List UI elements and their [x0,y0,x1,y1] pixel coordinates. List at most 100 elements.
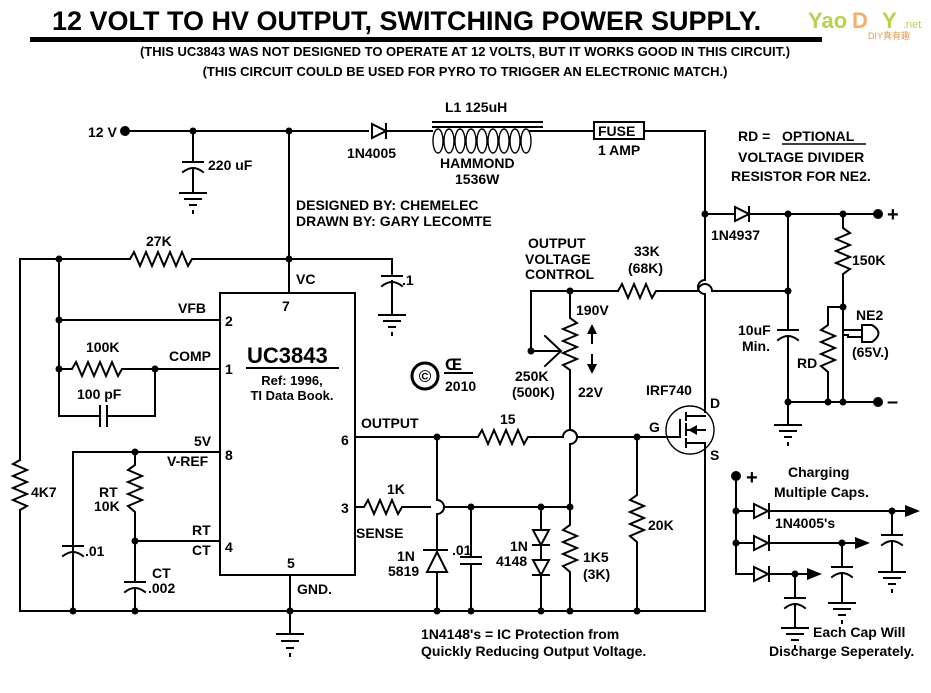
resistor-150k-label: 150K [852,252,885,268]
inductor-coil-turn [432,128,444,154]
cap-01-sense-label: .01 [452,542,472,558]
cap-01-label: .01 [85,543,105,559]
pin-4: 4 [225,539,233,555]
mosfet-label: IRF740 [646,382,692,398]
pot-value-label: 250K [515,368,548,384]
inductor-part-label: 1536W [455,171,500,187]
inset-capacitor [878,510,906,593]
chemelec-logo: Œ [445,355,462,374]
resistor-27k: 27K [19,233,290,269]
pin-8: 8 [225,447,233,463]
comp-label: COMP [169,348,211,364]
protection-note-2: Quickly Reducing Output Voltage. [421,643,646,659]
fuse-rating-label: 1 AMP [598,142,640,158]
ic-ref-2: TI Data Book. [250,388,333,403]
pot-alt-label: (500K) [512,384,555,400]
copyright-year: 2010 [445,378,476,394]
designed-by-text: DESIGNED BY: CHEMELEC [296,197,479,213]
resistor-rd-label: RD [797,355,817,371]
pin-6: 6 [341,432,349,448]
resistor-1k5-label: 1K5 [583,549,609,565]
vc-label: VC [296,271,315,287]
timing-network: 4K7 .01 RT 10K CT .002 [10,258,221,612]
resistor-27k-label: 27K [146,233,172,249]
vref-label: V-REF [167,453,209,469]
inset-capacitor [828,542,856,624]
pot-max-label: 190V [576,302,609,318]
vfb-label: VFB [178,300,206,316]
capacitor-bypass: .1 [288,258,414,336]
schematic-title: 12 VOLT TO HV OUTPUT, SWITCHING POWER SU… [52,6,761,36]
ne2-voltage-label: (65V.) [852,344,889,360]
ic-uc3843: UC3843 Ref: 1996, TI Data Book. 7 2 1 8 … [219,292,356,576]
cap-10uf-label: 10uF [738,322,771,338]
rd-note-line-3: RESISTOR FOR NE2. [731,168,871,184]
inset-plus-label: + [746,467,758,489]
input-12v-label: 12 V [88,124,117,140]
inductor-l1: L1 125uH HAMMOND 1536W [432,99,595,187]
inset-title-1: Charging [788,464,849,480]
inductor-coil-turn [498,128,510,154]
cap-bypass-label: .1 [402,272,414,288]
voltage-control: OUTPUT VOLTAGE CONTROL 33K (68K) 190V 22… [512,235,791,508]
diode-4148-label-b: 4148 [496,553,527,569]
inset-title-2: Multiple Caps. [774,484,869,500]
output-minus-label: – [887,391,898,413]
ne2-label: NE2 [856,307,883,323]
diode-4937-label: 1N4937 [711,227,760,243]
inset-capacitor [781,573,809,649]
resistor-20k-label: 20K [648,517,674,533]
pot-min-label: 22V [578,384,604,400]
output-minus-terminal [873,397,883,407]
fuse: FUSE 1 AMP [593,121,707,413]
pin-7: 7 [282,298,290,314]
arrow-down-icon [587,354,597,374]
resistor-4k7-label: 4K7 [31,484,57,500]
rd-note-line-2: VOLTAGE DIVIDER [738,149,864,165]
capacitor-220uf: 220 uF [181,130,253,194]
cap-10uf-min: Min. [742,338,770,354]
ic-name: UC3843 [247,343,328,368]
watermark-suffix: .net [903,19,921,31]
resistor-15-label: 15 [500,411,516,427]
inductor-coil-turn [509,128,521,154]
watermark-text-d: D [852,8,868,33]
ovc-label-2: VOLTAGE [525,251,591,267]
cap-100pf-label: 100 pF [77,386,122,402]
protection-note-1: 1N4148's = IC Protection from [421,626,619,642]
rd-note: RD = OPTIONAL VOLTAGE DIVIDER RESISTOR F… [731,128,871,184]
header-note-1: (THIS UC3843 WAS NOT DESIGNED TO OPERATE… [140,44,790,59]
gate-drive: 15 1N 5819 1K .01 1N 4148 1K5 [354,411,674,612]
sense-label: SENSE [356,525,403,541]
pin-5: 5 [287,555,295,571]
inset-diodes-label: 1N4005's [775,515,835,531]
resistor-100k-label: 100K [86,339,119,355]
ct-cap-label: CT [152,565,171,581]
rt-resistor-value: 10K [94,498,120,514]
input-rail: 12 V [88,124,369,140]
ct-cap-value: .002 [148,580,175,596]
arrow-up-icon [587,324,597,344]
resistor-1k-label: 1K [387,481,405,497]
rt-resistor-label: RT [99,484,118,500]
mosfet-irf740: IRF740 G D S [646,382,720,463]
resistor-33k-label: 33K [634,243,660,259]
diode-5819-label-b: 5819 [388,563,419,579]
ic-ref-1: Ref: 1996, [261,373,322,388]
diode-5819-label-a: 1N [397,548,415,564]
output-plus-terminal [873,209,883,219]
drawn-by-text: DRAWN BY: GARY LECOMTE [296,213,492,229]
diode-1n4005: 1N4005 [347,122,433,161]
source-label: S [710,447,719,463]
5v-label: 5V [194,433,212,449]
diode-4148-label-a: 1N [510,538,528,554]
pin-1: 1 [225,361,233,377]
inductor-coil-turn [520,128,532,154]
watermark-text-y: Y [882,8,897,33]
watermark-tagline: DIY真有趣 [868,30,910,41]
copyright-mark: © Œ 2010 [410,355,476,394]
compensation-network: 100K 100 pF [55,258,221,427]
inset-note-1: Each Cap Will [813,624,905,640]
inductor-coil-turn [443,128,455,154]
